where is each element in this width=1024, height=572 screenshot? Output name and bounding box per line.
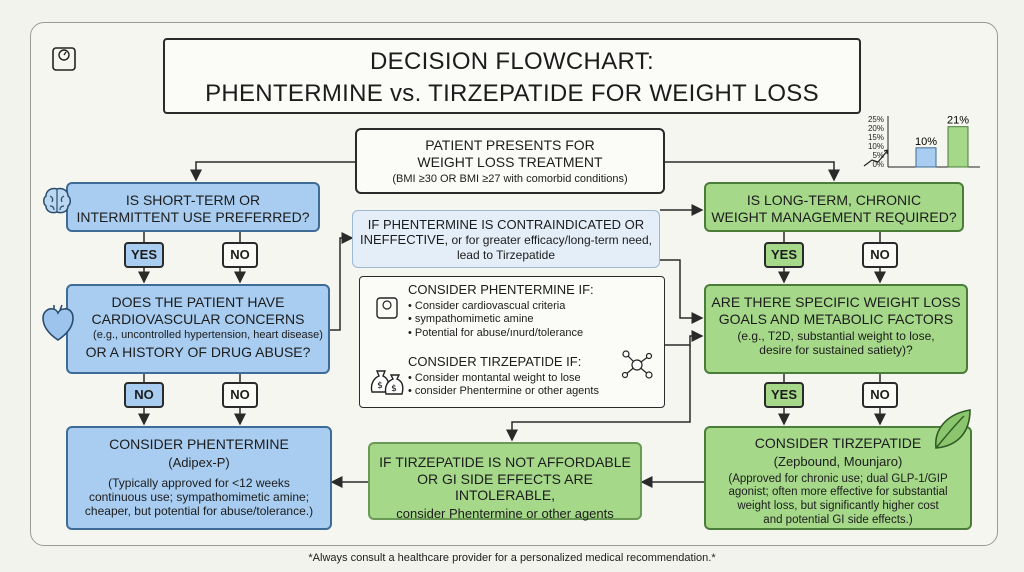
left-q1-line-2: INTERMITTENT USE PREFERRED? [76, 208, 310, 225]
contra-line-2-bold: INEFFECTIVE, [359, 232, 449, 248]
contra-line-3: lead to Tirzepatide [456, 247, 556, 262]
title-line-1: DECISION FLOWCHART: [370, 48, 654, 75]
consider-phentermine-heading: CONSIDER PHENTERMINE IF: [408, 282, 594, 297]
title-box: DECISION FLOWCHART: PHENTERMINE vs. TIRZ… [163, 38, 861, 114]
molecule-icon [621, 350, 653, 379]
left-q1-line-1: IS SHORT-TERM OR [125, 192, 261, 208]
phentermine-detail-2: continuous use; sympathomimetic amine; [88, 490, 310, 504]
footnote: *Always consult a healthcare provider fo… [308, 552, 716, 564]
start-line-1: PATIENT PRESENTS FOR [425, 137, 595, 153]
left-q1-yes: YES [124, 242, 164, 268]
tirzepatide-detail-1: (Approved for chronic use; dual GLP-1/GI… [728, 472, 948, 485]
chart-data-label-a: 10% [915, 136, 937, 148]
right-q1-line-1: IS LONG-TERM, CHRONIC [746, 192, 922, 208]
svg-text:$: $ [391, 384, 397, 394]
consider-phen-item: • Potential for abuse/ınurd/tolerance [408, 326, 584, 339]
gi-line-3: consider Phentermine or other agents [396, 505, 614, 521]
right-question-2: ARE THERE SPECIFIC WEIGHT LOSS GOALS AND… [704, 284, 968, 374]
consider-tirz-item: • Consider montantal weight to lose [408, 371, 581, 384]
left-q2-line-3: (e.g., uncontrolled hypertension, heart … [93, 329, 323, 342]
tirzepatide-detail-2: agonist; often more effective for substa… [728, 486, 948, 499]
contra-line-1: IF PHENTERMINE IS CONTRAINDICATED OR [367, 217, 645, 232]
chart-tick-label: 25% [868, 115, 884, 124]
consider-phen-item: • Consider cardiovascual criteria [408, 299, 566, 312]
right-q2-line-2: GOALS AND METABOLIC FACTORS [718, 310, 954, 327]
gi-side-effects-box: IF TIRZEPATIDE IS NOT AFFORDABLE OR GI S… [368, 442, 642, 521]
left-q1-no: NO [222, 242, 258, 268]
phentermine-title: CONSIDER PHENTERMINE [109, 436, 289, 452]
chart-data-label-b: 21% [947, 115, 969, 127]
mini-bar-chart: 25% 20% 15% 10% 5% 0% 10% 21% [868, 115, 980, 169]
left-q2-line-2: CARDIOVASCULAR CONCERNS [91, 310, 305, 327]
chart-bar-b [947, 126, 969, 168]
chart-tick-label: 20% [868, 124, 884, 133]
left-result-phentermine: CONSIDER PHENTERMINE (Adipex-P) (Typical… [66, 426, 332, 530]
consider-box [359, 276, 665, 408]
chart-bar-a [915, 147, 937, 168]
chart-tick-label: 10% [868, 142, 884, 151]
gi-line-1: IF TIRZEPATIDE IS NOT AFFORDABLE [379, 454, 631, 470]
growth-chart-icon [863, 149, 889, 167]
left-question-2: DOES THE PATIENT HAVE CARDIOVASCULAR CON… [66, 284, 330, 374]
title-line-2: PHENTERMINE vs. TIRZEPATIDE FOR WEIGHT L… [205, 80, 819, 108]
money-bag-icon: $ $ [370, 370, 404, 395]
start-box: PATIENT PRESENTS FOR WEIGHT LOSS TREATME… [355, 128, 665, 194]
right-q1-yes: YES [764, 242, 804, 268]
consider-tirzepatide-list: CONSIDER TIRZEPATIDE IF: • Consider mont… [408, 354, 599, 399]
left-question-1: IS SHORT-TERM OR INTERMITTENT USE PREFER… [66, 182, 320, 232]
right-q1-line-2: WEIGHT MANAGEMENT REQUIRED? [711, 208, 957, 225]
phentermine-subtitle: (Adipex-P) [168, 454, 230, 470]
left-q2-no-1: NO [124, 382, 164, 408]
consider-tirz-item: • consider Phentermine or other agents [408, 385, 599, 398]
start-line-2: WEIGHT LOSS TREATMENT [417, 153, 603, 170]
tirzepatide-title: CONSIDER TIRZEPATIDE [754, 435, 922, 451]
right-question-1: IS LONG-TERM, CHRONIC WEIGHT MANAGEMENT … [704, 182, 964, 232]
contra-line-2-rest: or for greater efficacy/long-term need, [448, 233, 652, 248]
phentermine-detail-3: cheaper, but potential for abuse/toleran… [84, 504, 314, 519]
chart-tick-label: 0% [872, 160, 884, 169]
brain-icon [43, 187, 71, 214]
right-q1-no: NO [862, 242, 898, 268]
tirzepatide-subtitle: (Zepbound, Mounjaro) [773, 453, 903, 469]
left-q2-line-4: OR A HISTORY OF DRUG ABUSE? [85, 344, 311, 360]
left-q2-no-2: NO [222, 382, 258, 408]
start-line-3: (BMI ≥30 OR BMI ≥27 with comorbid condit… [392, 173, 628, 186]
phentermine-detail-1: (Typically approved for <12 weeks [108, 475, 290, 490]
left-q2-line-1: DOES THE PATIENT HAVE [111, 294, 285, 310]
heart-icon [42, 304, 74, 341]
right-q2-yes: YES [764, 382, 804, 408]
svg-text:$: $ [377, 381, 383, 391]
gi-line-2: OR GI SIDE EFFECTS ARE INTOLERABLE, [417, 470, 593, 504]
right-q2-no: NO [862, 382, 898, 408]
scale-icon [376, 297, 398, 319]
consider-phentermine-list: CONSIDER PHENTERMINE IF: • Consider card… [408, 282, 594, 340]
right-q2-line-3: (e.g., T2D, substantial weight to lose, [737, 329, 935, 344]
right-q2-line-4: desire for sustained satiety)? [759, 343, 913, 358]
chart-tick-label: 15% [868, 133, 884, 142]
tirzepatide-detail-4: and potential GI side effects.) [763, 513, 913, 526]
tirzepatide-detail-3: weight loss, but significantly higher co… [737, 499, 939, 512]
right-result-tirzepatide: CONSIDER TIRZEPATIDE (Zepbound, Mounjaro… [704, 426, 972, 530]
consider-tirzepatide-heading: CONSIDER TIRZEPATIDE IF: [408, 354, 582, 369]
chart-tick-label: 5% [872, 151, 884, 160]
leaf-icon [935, 409, 971, 449]
scale-icon [52, 47, 76, 71]
contraindicated-box: IF PHENTERMINE IS CONTRAINDICATED OR INE… [352, 210, 660, 268]
right-q2-line-1: ARE THERE SPECIFIC WEIGHT LOSS [711, 294, 961, 310]
consider-phen-item: • sympathomimetic amine [408, 313, 534, 326]
